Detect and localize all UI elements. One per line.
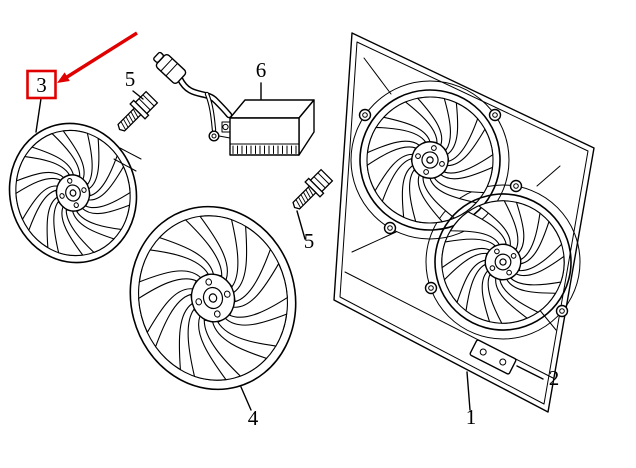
bracket-drawing: [469, 339, 517, 375]
module-connector-pins: [232, 145, 297, 154]
shroud-mounting-tabs: [358, 108, 569, 318]
shroud-opening-ring-left: [350, 80, 510, 240]
callout-label-6: 6: [256, 58, 267, 82]
shroud-ribs: [344, 57, 561, 379]
fan-left-bracket-arms: [113, 147, 142, 172]
leader-line-2: [516, 365, 544, 380]
leader-line-5-mid: [296, 210, 306, 240]
bolt-middle-drawing: [286, 167, 335, 216]
harness-cable-core: [178, 77, 231, 117]
callout-label-5-top: 5: [125, 67, 136, 91]
leader-lines: [35, 82, 544, 411]
highlight-arrow: [66, 31, 138, 79]
callout-label-4: 4: [248, 406, 259, 430]
ground-wire-core: [205, 92, 216, 132]
leader-line-1: [466, 371, 471, 411]
cooling-fan-main-drawing: [105, 185, 321, 412]
cooling-fan-left-drawing: [0, 107, 156, 280]
callout-label-1: 1: [466, 405, 477, 429]
harness-connector: [153, 51, 187, 85]
highlight-box: [26, 69, 57, 100]
callout-label-2: 2: [549, 366, 560, 390]
callout-labels: 1 2 3 4 5 5 6: [36, 58, 559, 430]
harness-cable-outline: [176, 75, 233, 119]
callout-label-5-mid: 5: [304, 229, 315, 253]
ground-eyelet: [208, 130, 220, 142]
bolt-top-drawing: [111, 89, 160, 138]
leader-line-3: [35, 97, 42, 133]
wiring-harness-drawing: [153, 51, 233, 142]
control-module-drawing: [221, 99, 315, 156]
module-mount-hole: [222, 123, 229, 131]
shroud-opening-ring-right: [425, 184, 581, 340]
fan-shroud-drawing: [333, 32, 600, 413]
leader-line-4: [240, 386, 252, 411]
callout-label-3: 3: [36, 73, 47, 97]
highlight-arrowhead: [57, 72, 70, 83]
leader-line-5-top: [132, 90, 144, 100]
highlight-annotation: [26, 31, 138, 100]
shroud-inner-frame: [339, 41, 589, 405]
